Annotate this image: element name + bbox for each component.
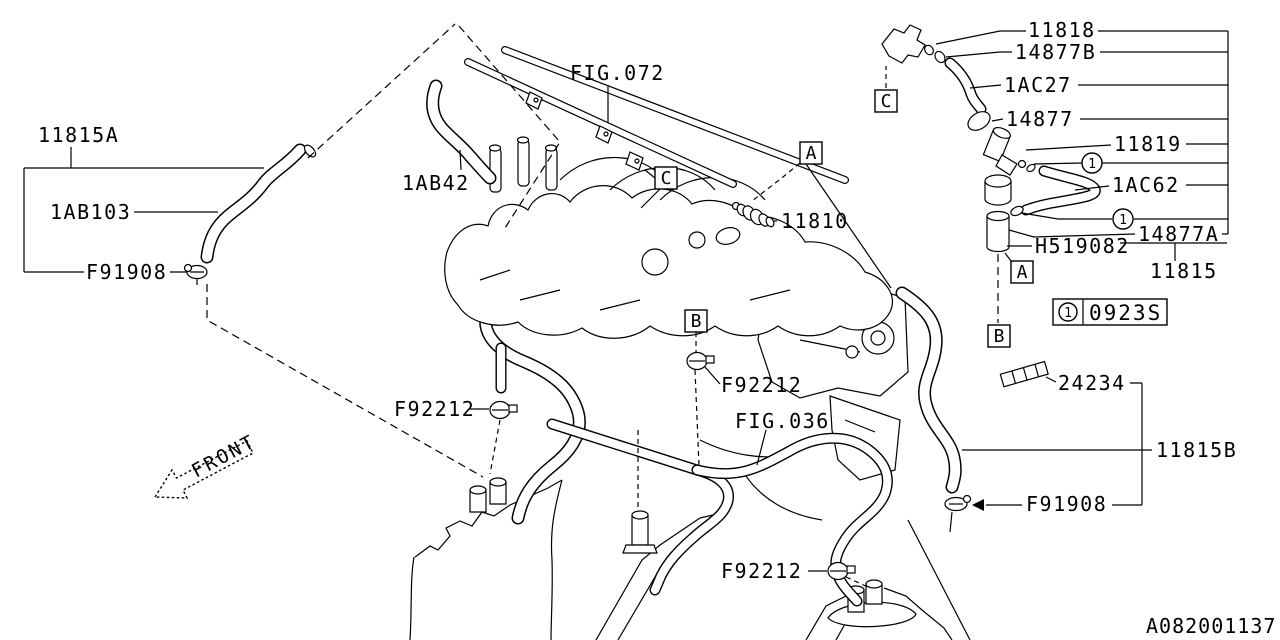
hose-11815b: [805, 163, 962, 533]
callout-boxes: C C A A B B: [654, 89, 1034, 348]
circled-one-icon: 1: [1119, 213, 1127, 228]
valve-cover-studs: [488, 136, 558, 193]
callout-box-c-top: C: [874, 89, 898, 113]
intake-manifold-drawing: [444, 136, 893, 339]
callout-letter: A: [1017, 262, 1028, 283]
callout-box-b-right: B: [987, 324, 1011, 348]
dashed-reference-lines: [206, 23, 999, 589]
fuel-pipe-assembly: [464, 46, 849, 188]
part-label-f92212-mid: F92212: [721, 373, 802, 397]
clamp-f92212-bottom-icon: [827, 561, 856, 581]
arrow-to-clamp-icon: [972, 499, 984, 511]
part-label-11815a: 11815A: [38, 123, 119, 147]
part-label-f91908-right: F91908: [1026, 492, 1107, 516]
clamp-f91908-left-icon: [183, 263, 208, 285]
callout-letter: B: [994, 326, 1005, 347]
pcv-fitting-cluster: [881, 24, 1101, 253]
legend-code: 0923S: [1089, 301, 1162, 325]
part-label-11818: 11818: [1028, 18, 1096, 42]
callout-letter: C: [661, 168, 672, 189]
part-label-11815: 11815: [1150, 259, 1218, 283]
legend-box: 1 0923S: [1052, 298, 1168, 326]
part-label-f92212-bottom: F92212: [721, 559, 802, 583]
circled-one-symbols: 1 1: [1081, 152, 1134, 230]
part-label-14877a: 14877A: [1138, 222, 1219, 246]
callout-box-a-top: A: [799, 141, 823, 165]
part-label-1ab103: 1AB103: [50, 200, 131, 224]
callout-box-a-right: A: [1010, 260, 1034, 284]
part-label-11810: 11810: [781, 209, 849, 233]
clamp-f92212-mid-icon: [686, 351, 715, 371]
hose-under-plenum: [479, 291, 586, 525]
circled-one-icon: 1: [1088, 157, 1096, 172]
part-label-1ac27: 1AC27: [1004, 73, 1072, 97]
part-label-f92212-left: F92212: [394, 397, 475, 421]
part-label-11819: 11819: [1114, 132, 1182, 156]
callout-letter: C: [881, 91, 892, 112]
part-label-14877b: 14877B: [1015, 40, 1096, 64]
front-arrow-icon: [153, 440, 254, 499]
clamp-14877-icon: [967, 111, 991, 131]
clamp-f92212-left-icon: [489, 400, 518, 420]
front-arrow: FRONT: [153, 430, 260, 499]
front-label: FRONT: [188, 430, 260, 482]
legend-symbol: 1: [1064, 306, 1072, 321]
part-label-h519082: H519082: [1035, 234, 1130, 258]
part-label-24234: 24234: [1058, 371, 1126, 395]
part-label-1ac62: 1AC62: [1112, 173, 1180, 197]
drawing-number: A082001137: [1146, 614, 1276, 638]
part-labels: 11815A 1AB103 F91908 FIG.072 1AB42 11810…: [38, 18, 1237, 583]
breather-fitting-center: [622, 510, 658, 554]
hose-11815a: [200, 143, 317, 264]
part-label-11815b: 11815B: [1156, 438, 1237, 462]
part-24234-drawing: [999, 360, 1049, 388]
hose-clamps: [183, 263, 972, 581]
leader-lines: [23, 30, 1229, 572]
callout-letter: A: [806, 143, 817, 164]
fig-ref-036: FIG.036: [735, 409, 830, 433]
callout-box-b-mid: B: [684, 309, 708, 333]
hose-1ab42: [426, 79, 497, 185]
clamp-f91908-right-icon: [944, 494, 972, 512]
pcv-valve-11810: [731, 201, 775, 228]
callout-letter: B: [691, 311, 702, 332]
part-label-14877: 14877: [1006, 107, 1074, 131]
part-label-f91908-left: F91908: [86, 260, 167, 284]
fig-ref-072: FIG.072: [570, 61, 665, 85]
breather-fitting-left: [469, 477, 507, 513]
callout-box-c-mid: C: [654, 166, 678, 190]
part-label-1ab42: 1AB42: [402, 171, 470, 195]
canister-h519082: [984, 174, 1012, 253]
